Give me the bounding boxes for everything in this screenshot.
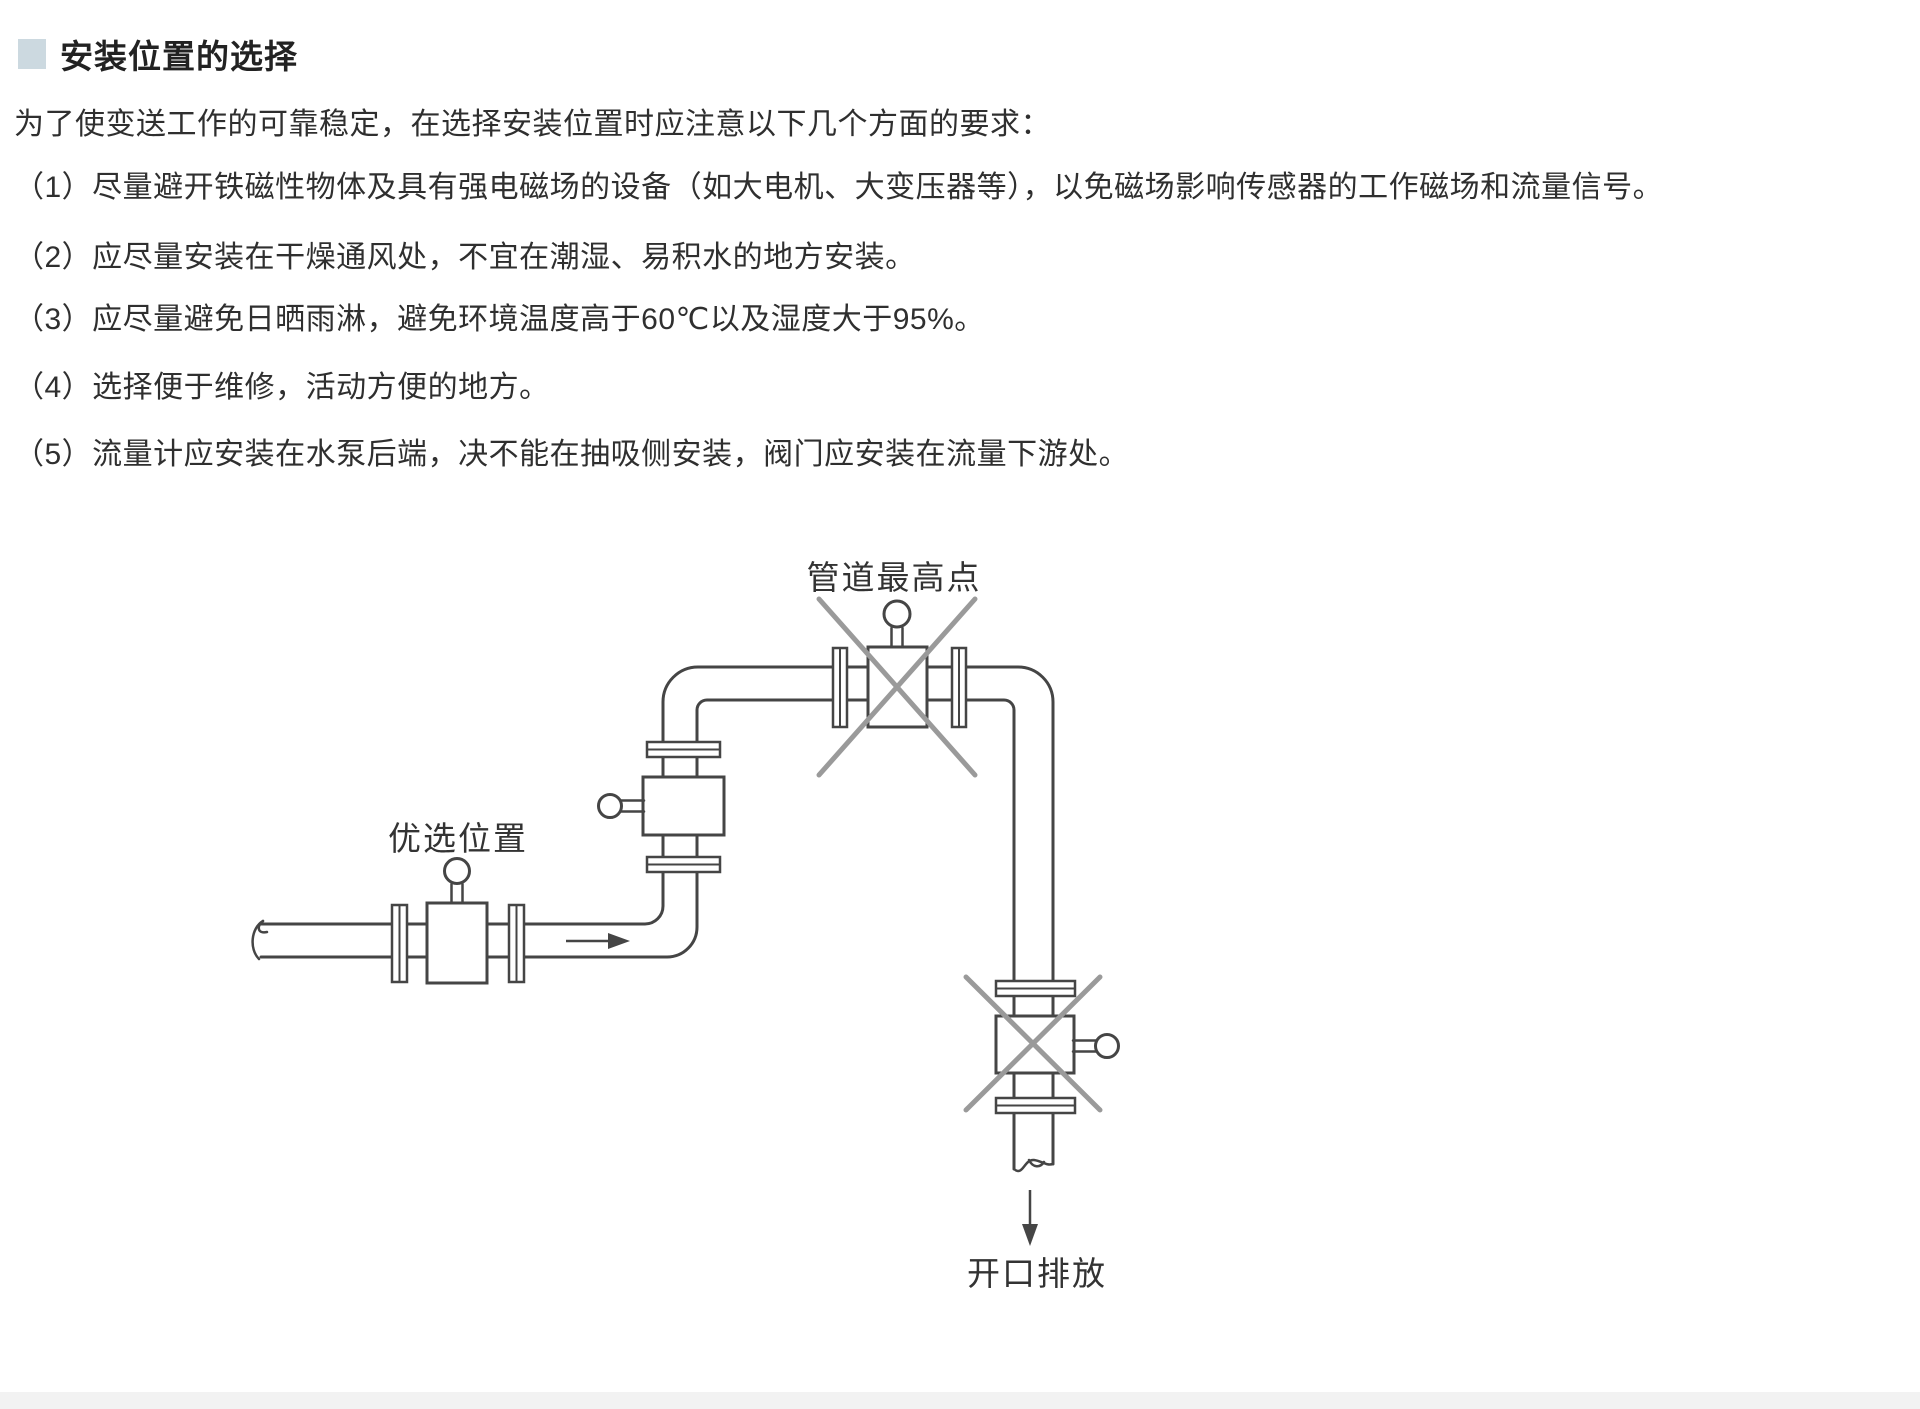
requirement-item-1: （1）尽量避开铁磁性物体及具有强电磁场的设备（如大电机、大变压器等），以免磁场影… (14, 171, 1664, 204)
converter-head-icon (1094, 1033, 1120, 1059)
flowmeter-preferred (390, 857, 526, 985)
converter-head-icon (882, 599, 912, 629)
section-header: 安装位置的选择 (18, 30, 298, 78)
page-bottom-edge (0, 1392, 1920, 1409)
requirement-item-5: （5）流量计应安装在水泵后端，决不能在抽吸侧安装，阀门应安装在流量下游处。 (14, 438, 1130, 471)
pipe-break-left-icon (251, 919, 269, 961)
requirement-item-4: （4）选择便于维修，活动方便的地方。 (14, 371, 550, 404)
prohibited-cross-icon (963, 974, 1103, 1113)
flowmeter-suction-side-crossed (963, 974, 1120, 1115)
pipe-break-bottom-icon (1012, 1158, 1055, 1173)
requirement-item-3: （3）应尽量避免日晒雨淋，避免环境温度高于60℃以及湿度大于95%。 (14, 303, 985, 336)
section-marker-square (18, 39, 46, 69)
installation-diagram: 管道最高点 优选位置 开口排放 (251, 559, 1120, 1292)
converter-head-icon (597, 793, 623, 819)
prohibited-cross-icon (816, 596, 978, 778)
requirement-item-2: （2）应尽量安装在干燥通风处，不宜在潮湿、易积水的地方安装。 (14, 241, 916, 274)
intro-text: 为了使变送工作的可靠稳定，在选择安装位置时应注意以下几个方面的要求： (14, 108, 1051, 141)
converter-head-icon (443, 857, 471, 885)
pipe-run (259, 665, 1055, 1171)
flowmeter-highest-point-crossed (816, 596, 978, 778)
label-pipe-highest-point: 管道最高点 (807, 559, 982, 596)
section-title: 安装位置的选择 (60, 38, 298, 75)
label-open-discharge: 开口排放 (967, 1255, 1107, 1292)
discharge-arrow (1022, 1190, 1038, 1246)
flow-direction-arrow (566, 933, 630, 949)
flowmeter-vertical-riser (597, 740, 726, 874)
label-preferred-position: 优选位置 (388, 820, 528, 857)
